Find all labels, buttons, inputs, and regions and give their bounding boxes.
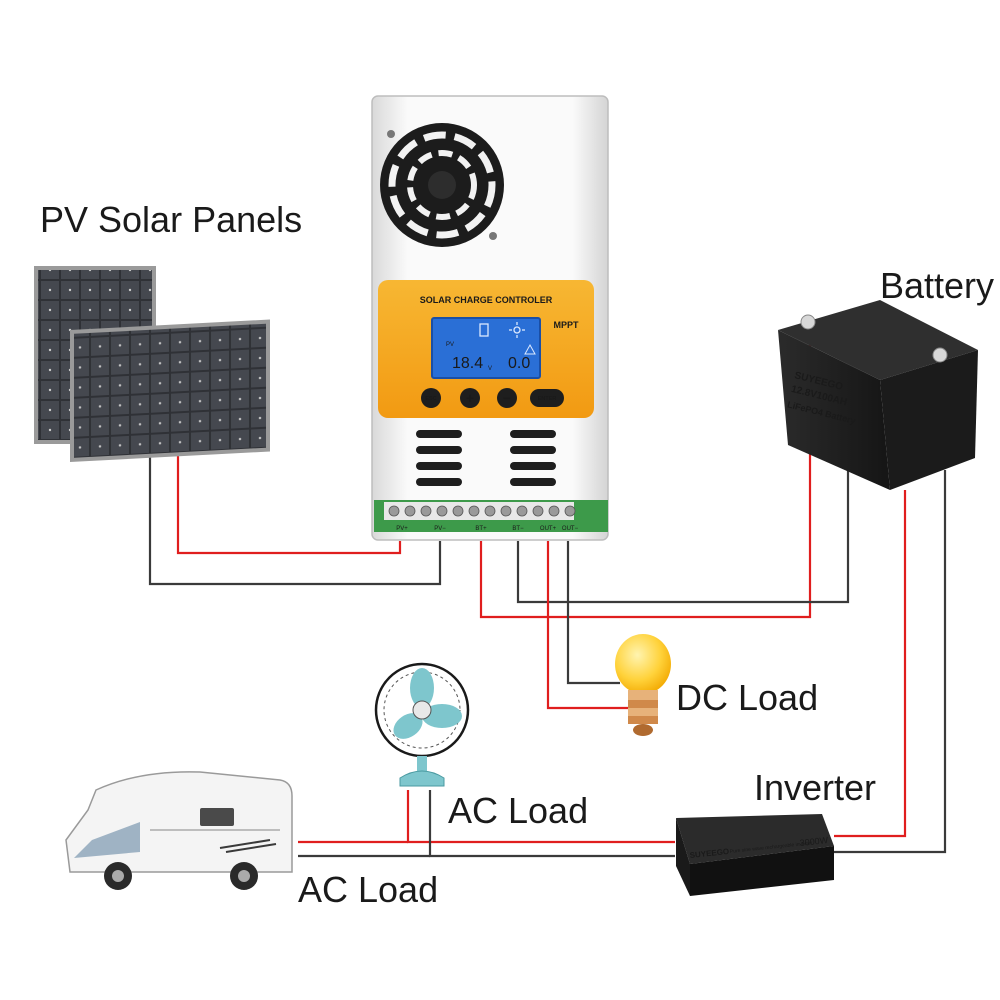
controller-title: SOLAR CHARGE CONTROLER	[420, 295, 553, 305]
vent-slots	[416, 430, 556, 486]
dc-load-label: DC Load	[676, 677, 818, 718]
plus-button[interactable]: +	[460, 388, 480, 408]
electric-fan-icon	[374, 662, 470, 787]
fan-grille-icon	[380, 123, 504, 247]
solar-panel-front	[70, 319, 270, 462]
esc-button[interactable]: ESC	[421, 388, 441, 408]
terminal-label: BT+	[475, 526, 487, 532]
plus-label: +	[466, 390, 474, 406]
wire-dc-load-positive	[546, 541, 630, 710]
battery: SUYEEGO 12.8V100AH LiFePO4 Battery	[778, 300, 978, 490]
ac-load-fan-label: AC Load	[448, 790, 588, 831]
wire-battery-negative	[516, 470, 850, 604]
terminal-label: PV−	[434, 526, 446, 532]
lcd-pv-label: PV	[446, 342, 454, 348]
inverter-power: 3000W	[799, 835, 829, 848]
terminal-label: OUT−	[562, 526, 579, 532]
terminal-label: PV+	[396, 526, 408, 532]
lcd-display: PV 18.4 V 0.0	[431, 317, 541, 379]
terminal-block	[374, 500, 608, 532]
terminal-label: BT−	[512, 526, 524, 532]
wire-pv-positive	[176, 446, 402, 555]
wire-inverter-negative	[834, 470, 947, 854]
wire-dc-load-negative	[566, 541, 620, 685]
pv-panels-label: PV Solar Panels	[40, 199, 302, 240]
inverter-label: Inverter	[754, 767, 876, 808]
battery-label: Battery	[880, 265, 994, 306]
minus-label: −	[503, 390, 511, 406]
charge-controller: SOLAR CHARGE CONTROLER MPPT PV 18.4 V 0.…	[371, 95, 609, 541]
inverter: SUYEEGO Pure sine wave rechargeable inve…	[676, 814, 834, 896]
sun-icon	[509, 322, 525, 338]
mppt-label: MPPT	[553, 320, 579, 330]
wires	[148, 330, 947, 858]
wire-pv-negative	[148, 446, 442, 586]
terminal-labels: PV+ PV− BT+ BT− OUT+ OUT−	[396, 526, 578, 532]
esc-label: ESC	[425, 396, 436, 402]
wire-battery-positive	[479, 330, 812, 619]
light-bulb-icon	[615, 634, 671, 736]
enter-button[interactable]: ENTER	[530, 389, 564, 407]
lcd-current-value: 0.0	[508, 355, 530, 372]
terminal-label: OUT+	[540, 526, 557, 532]
solar-panels	[34, 266, 270, 462]
inverter-brand: SUYEEGO	[689, 847, 729, 860]
camper-van-icon	[65, 771, 293, 890]
wire-inverter-positive	[834, 490, 907, 838]
minus-button[interactable]: −	[497, 388, 517, 408]
enter-label: ENTER	[538, 396, 557, 402]
lcd-voltage-unit: V	[488, 366, 492, 372]
ac-load-rv-label: AC Load	[298, 869, 438, 910]
warning-icon	[524, 343, 536, 355]
lcd-voltage-value: 18.4	[452, 355, 483, 372]
battery-icon	[479, 323, 489, 337]
